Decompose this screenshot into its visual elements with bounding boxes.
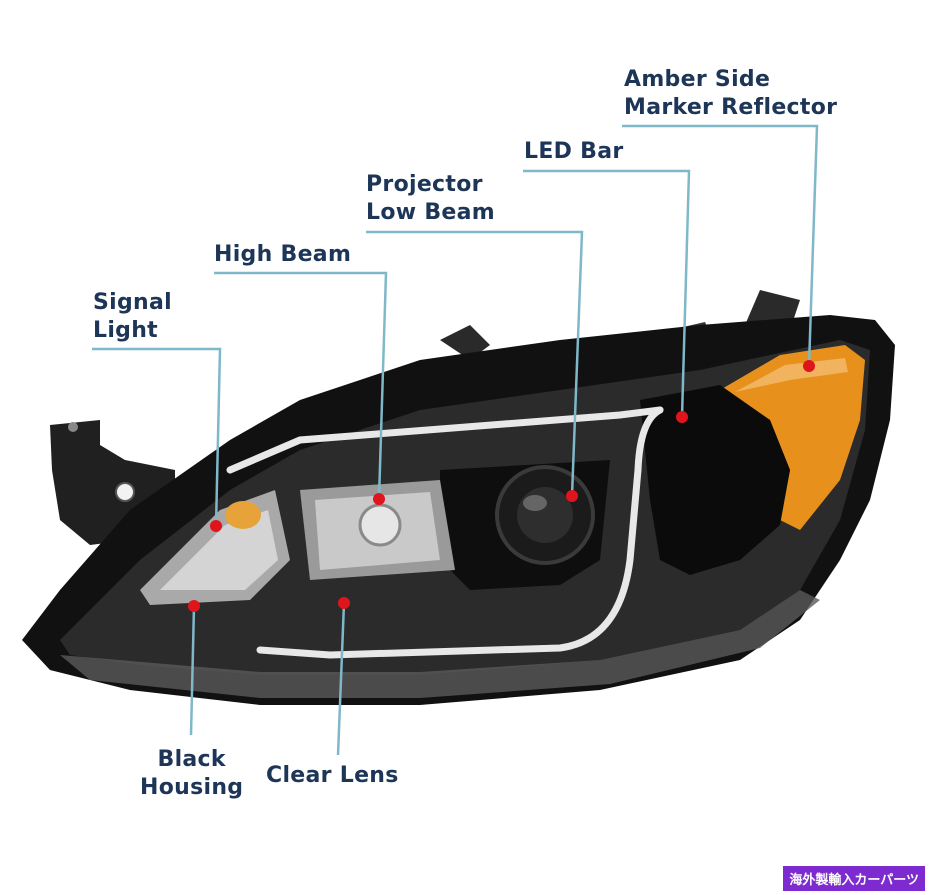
leader-line-clear-lens	[336, 602, 346, 756]
label-high-beam: High Beam	[214, 242, 352, 267]
leader-lines	[92, 124, 819, 756]
marker-dot-signal-light	[210, 520, 222, 532]
marker-dot-led-bar	[676, 411, 688, 423]
headlight-illustration	[22, 290, 895, 705]
label-amber-side-marker: Amber Side Marker Reflector	[624, 67, 838, 120]
label-clear-lens: Clear Lens	[266, 763, 399, 788]
label-black-housing: Black Housing	[140, 747, 244, 800]
marker-dot-projector	[566, 490, 578, 502]
label-led-bar: LED Bar	[524, 139, 624, 164]
label-signal-light: Signal Light	[93, 290, 172, 343]
label-projector-low-beam: Projector Low Beam	[366, 172, 495, 225]
leader-line-projector-low-beam	[366, 230, 584, 497]
marker-dot-black-housing	[188, 600, 200, 612]
marker-dot-clear-lens	[338, 597, 350, 609]
marker-dot-high-beam	[373, 493, 385, 505]
leader-line-signal-light	[92, 347, 222, 527]
marker-dots	[188, 360, 815, 612]
leader-line-amber-side-marker	[622, 124, 819, 367]
leader-line-led-bar	[523, 169, 691, 418]
marker-dot-amber-side	[803, 360, 815, 372]
watermark-badge: 海外製輸入カーパーツ	[783, 866, 925, 891]
leader-line-high-beam	[214, 271, 388, 500]
leader-line-black-housing	[189, 605, 196, 736]
